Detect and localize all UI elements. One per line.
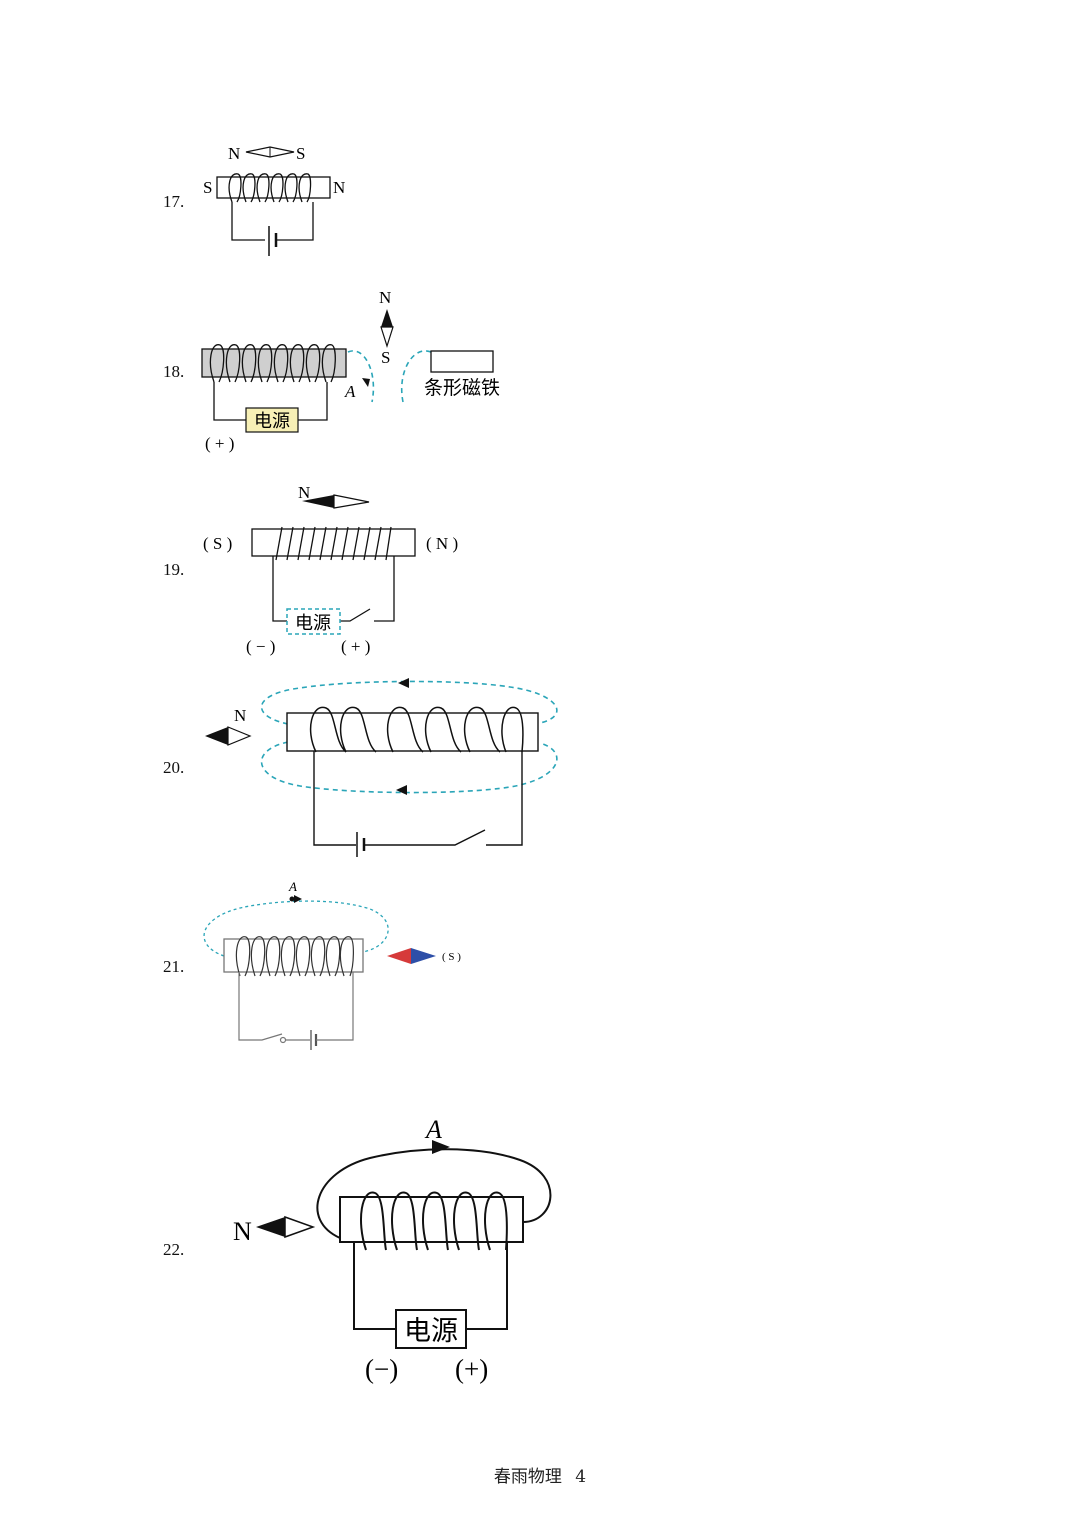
compass-needle-south [380,326,394,348]
needle-south [284,1215,316,1239]
compass-needle-north [381,309,393,327]
terminal-label: ( + ) [205,434,234,453]
power-source [286,608,341,635]
problem-number: 18. [163,362,185,381]
field-arrow [362,378,370,387]
needle-n-label: N [298,483,310,502]
coil-windings [228,173,312,203]
terminal-right-label: ( + ) [341,637,370,656]
switch-blade [340,608,371,622]
problem-number: 21. [163,957,185,976]
field-line-right [401,350,432,403]
coil-windings [275,526,392,561]
terminal-left-label: (−) [365,1354,398,1384]
power-source [395,1309,467,1349]
core-right-label: N [333,178,345,197]
core-left-label: S [203,178,212,197]
coil-windings [360,1191,508,1251]
footer-title: 春雨物理 [493,1467,562,1487]
diagram-20: N [205,678,558,857]
point-a-label: A [344,382,356,401]
coil-windings [209,344,336,383]
field-line [203,900,389,957]
bar-magnet [430,350,494,373]
terminal-left-label: ( − ) [246,637,275,656]
wire-left [272,556,287,622]
terminal-right-label: (+) [455,1354,488,1384]
needle-south [227,726,252,746]
wire-left [213,382,246,421]
wire-right [276,202,314,241]
compass-s-label: S [296,144,305,163]
solenoid-core [339,1196,524,1243]
power-label: 电源 [295,613,331,633]
field-arrow [294,895,302,903]
field-arrow [432,1140,450,1154]
wire-right [298,382,328,421]
field-arrow-top [398,678,409,688]
wire-right [486,751,523,846]
compass-n-label: N [228,144,240,163]
diagram-22: A N 电源 (−) (+) [233,1115,552,1384]
coil-windings [309,706,524,753]
wire-left [353,1242,396,1330]
wire-right [374,556,395,622]
needle-south [333,494,370,509]
diagram-18: N S A 电源 ( + ) 条形磁铁 [201,288,500,453]
field-arrow-bottom [396,785,407,795]
wire-right [466,1242,508,1330]
page-number: 4 [575,1467,587,1487]
core-left-label: ( S ) [203,534,232,553]
problem-number: 20. [163,758,185,777]
solenoid-core [286,712,539,752]
needle-north [256,1217,285,1237]
needle-label: ( S ) [442,951,461,963]
needle-north [302,495,334,508]
power-source [245,407,299,433]
point-a-marker [289,896,295,902]
core-right-label: ( N ) [426,534,458,553]
problem-number: 22. [163,1240,185,1259]
needle-north [205,727,228,745]
power-label: 电源 [254,411,290,431]
page-footer: 春雨物理 4 [0,1462,1080,1487]
point-a-label: A [288,879,297,894]
coil-windings [235,936,354,977]
switch-blade [364,829,486,846]
wire-left [313,751,356,846]
compass-n-label: N [379,288,391,307]
diagram-17: N S S N [203,144,345,256]
switch-contact [279,1036,287,1044]
problem-number: 17. [163,192,185,211]
needle-blue-half [411,948,436,964]
compass-s-label: S [381,348,390,367]
diagram-21: A ( S ) [203,879,461,1050]
diagram-19: N ( S ) ( N ) 电源 ( − ) ( + ) [203,483,458,656]
needle-red-half [387,948,411,964]
power-label: 电源 [404,1316,458,1346]
bar-magnet-label: 条形磁铁 [424,377,500,399]
wire-left [231,202,265,241]
wire-left-switch [238,972,283,1041]
point-a-label: A [424,1115,442,1144]
field-line-left [347,350,375,403]
needle-n-label: N [233,1217,252,1246]
wire-right [316,972,354,1041]
problem-number: 19. [163,560,185,579]
needle-n-label: N [234,706,246,725]
